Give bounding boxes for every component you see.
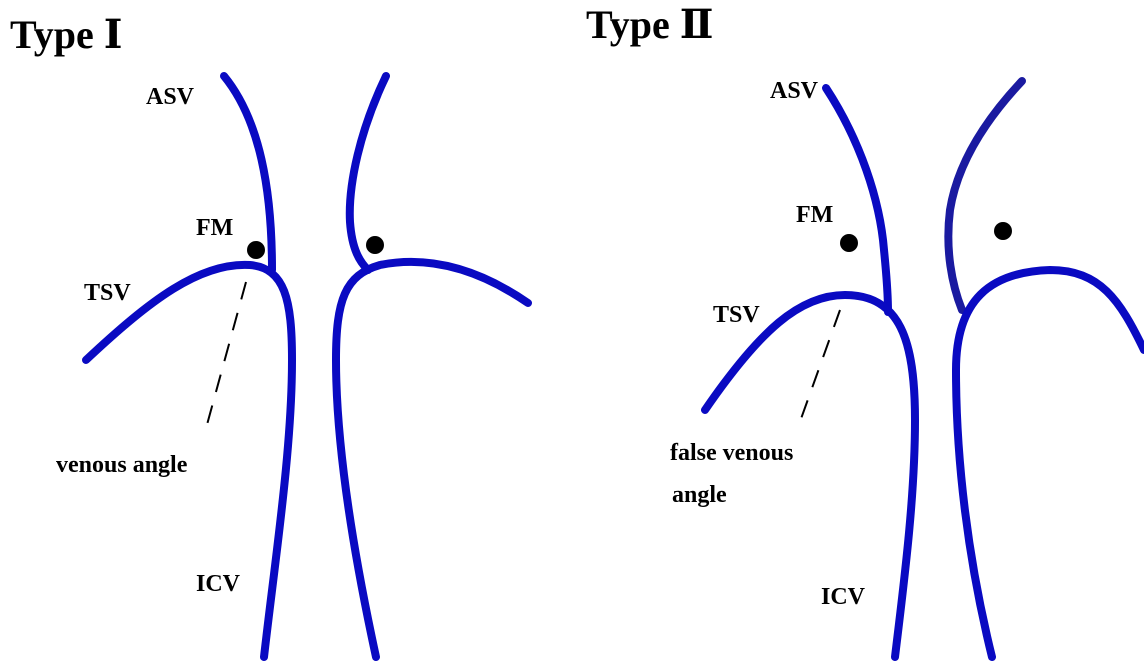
type-1-fm-dot-left xyxy=(247,241,265,259)
type-1-venous-angle-pointer xyxy=(205,282,246,432)
type-2-panel: Type Ⅱ ASV FM TSV false venous angle ICV xyxy=(586,2,1144,657)
type-2-tsv-left xyxy=(705,295,915,657)
type-2-asv-left xyxy=(826,88,888,312)
type-1-icv-label: ICV xyxy=(196,571,241,597)
type-2-fm-label: FM xyxy=(796,202,833,228)
type-1-fm-label: FM xyxy=(196,215,233,241)
type-2-asv-label: ASV xyxy=(770,78,819,104)
type-2-fm-dot-left xyxy=(840,234,858,252)
type-1-venous-angle-label: venous angle xyxy=(56,452,188,478)
type-1-panel: Type Ⅰ ASV FM TSV venous angle ICV xyxy=(10,12,528,657)
type-1-asv-label: ASV xyxy=(146,84,195,110)
type-1-tsv-right xyxy=(336,262,528,657)
type-1-tsv-label: TSV xyxy=(84,280,131,306)
type-2-tsv-right xyxy=(956,270,1144,657)
type-2-icv-label: ICV xyxy=(821,584,866,610)
type-1-title: Type Ⅰ xyxy=(10,12,122,57)
type-2-fm-dot-right xyxy=(994,222,1012,240)
type-2-false-venous-angle-pointer xyxy=(797,310,840,430)
type-1-fm-dot-right xyxy=(366,236,384,254)
type-2-tsv-label: TSV xyxy=(713,302,760,328)
type-2-false-venous-angle-label-line2: angle xyxy=(672,482,727,508)
type-2-title: Type Ⅱ xyxy=(586,2,713,47)
type-2-false-venous-angle-label-line1: false venous xyxy=(670,440,793,466)
